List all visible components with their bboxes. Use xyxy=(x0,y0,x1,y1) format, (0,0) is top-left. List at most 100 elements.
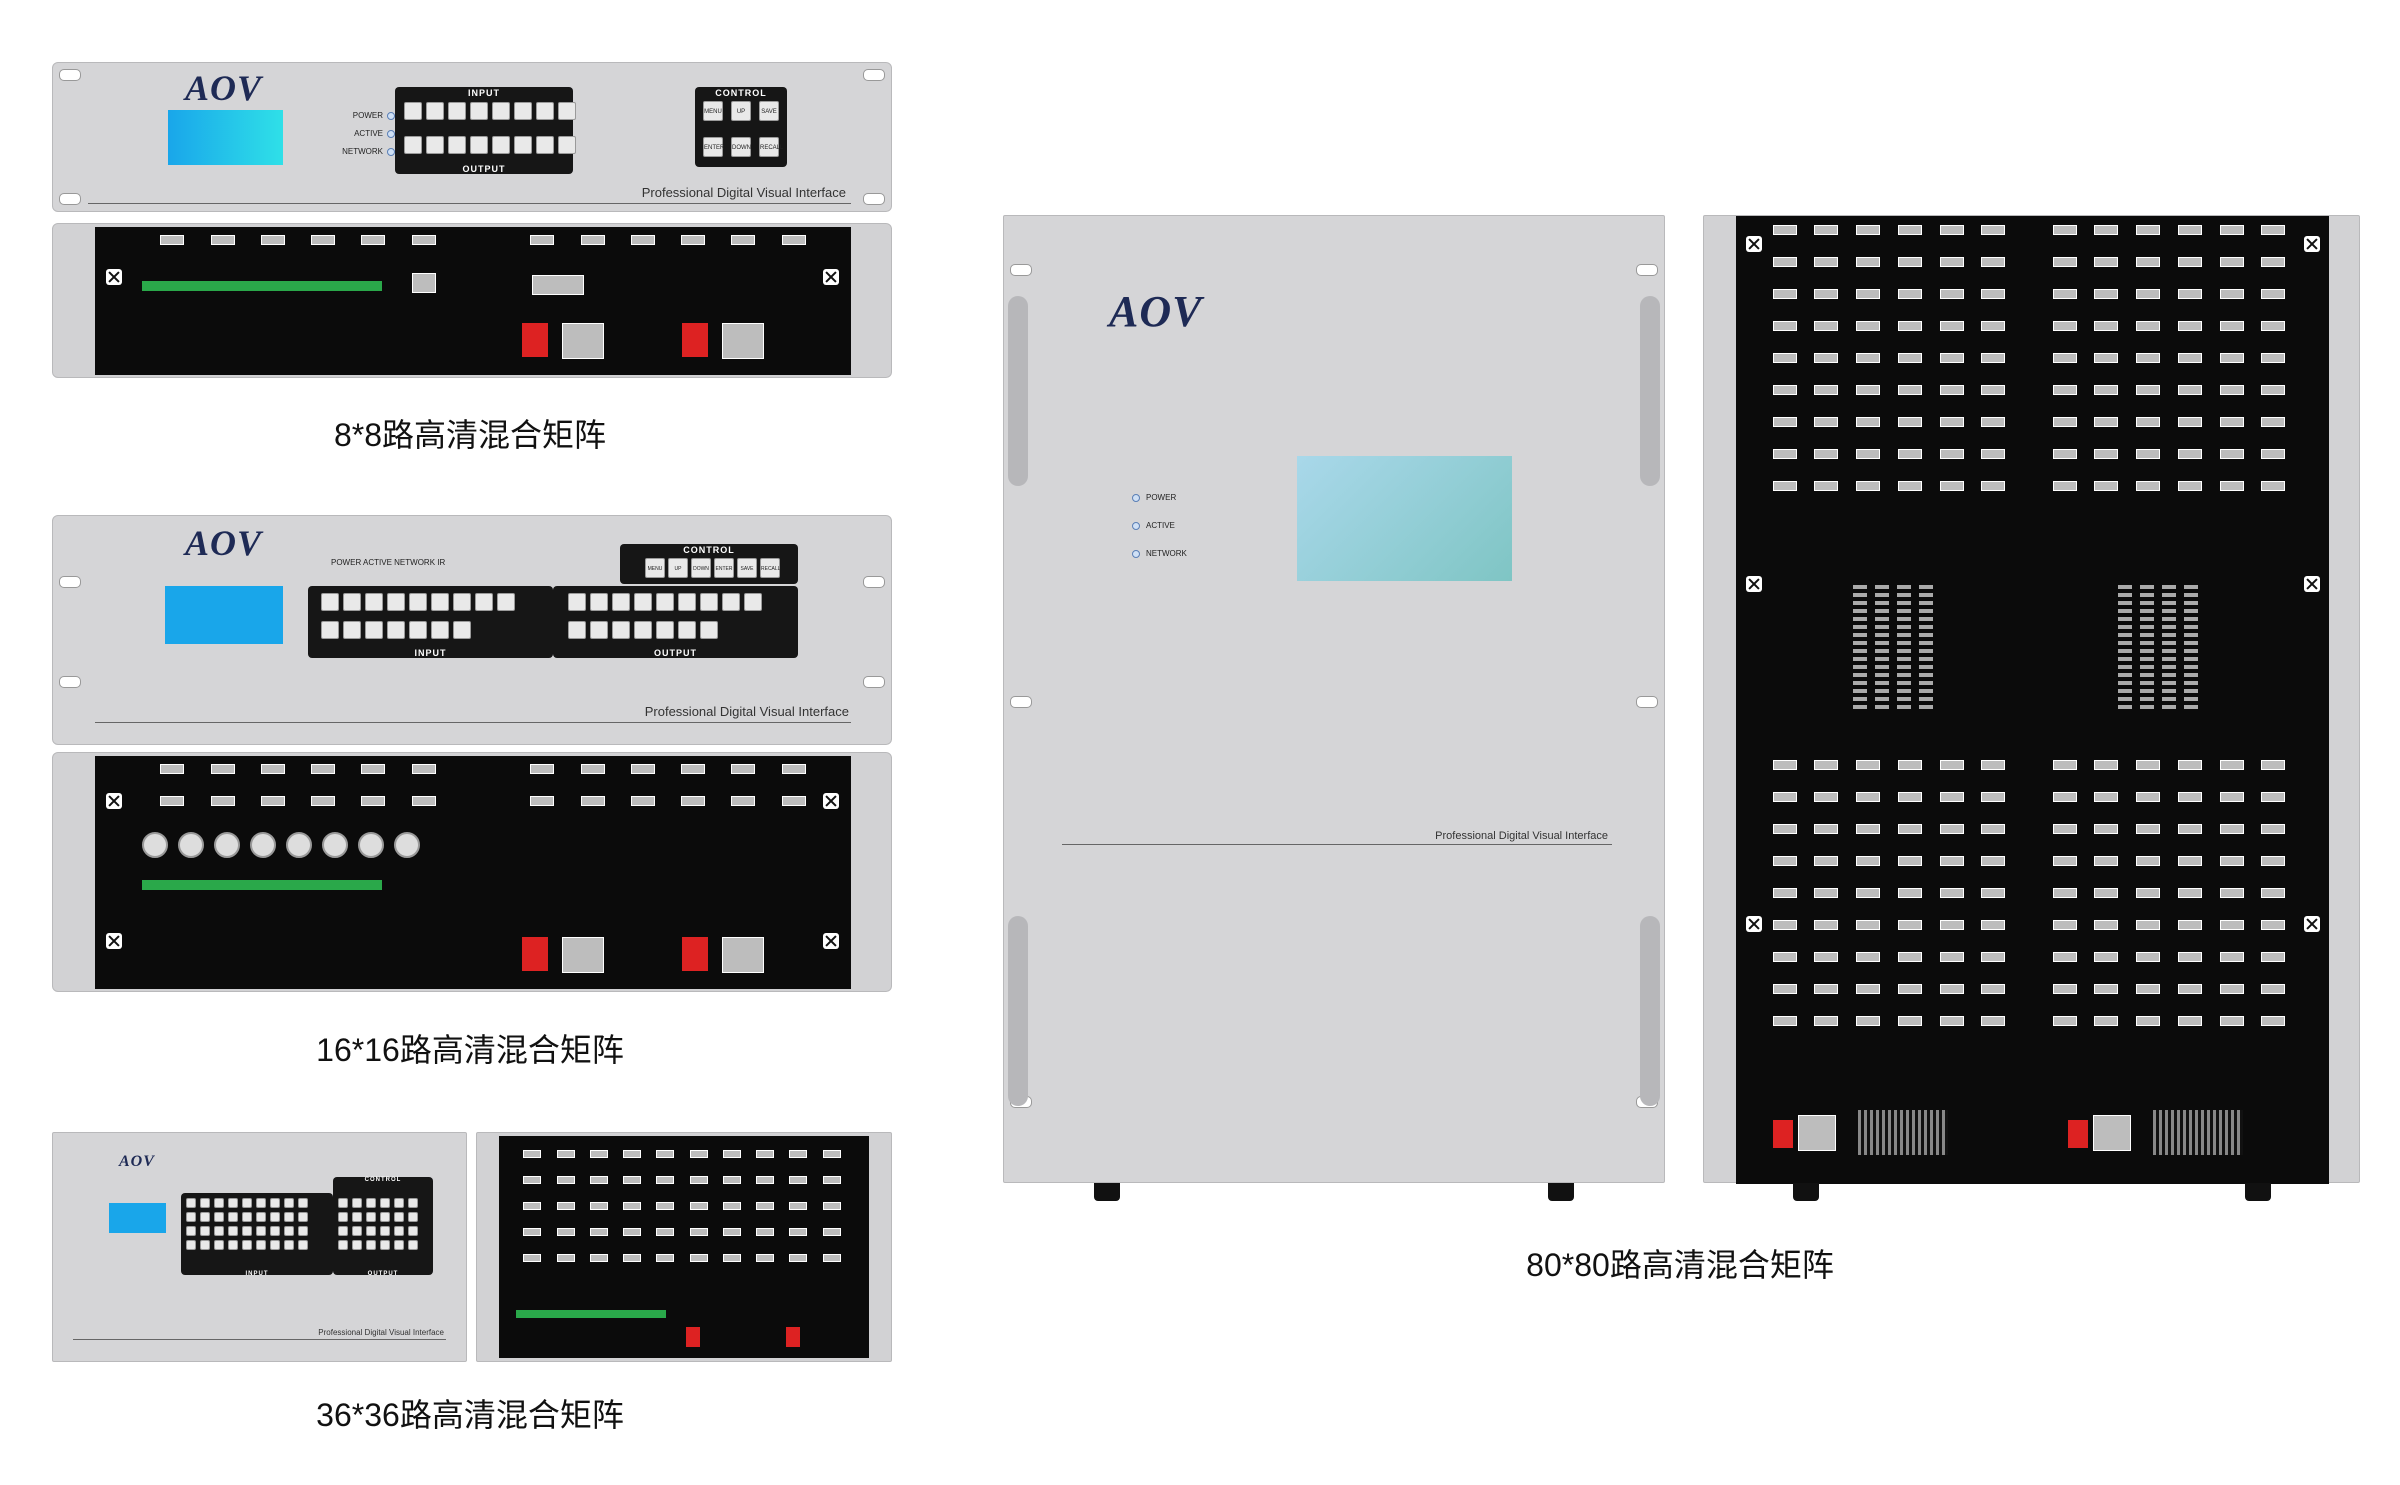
number-key[interactable] xyxy=(514,136,532,154)
number-key[interactable] xyxy=(448,102,466,120)
number-key[interactable] xyxy=(338,1226,348,1236)
number-key[interactable] xyxy=(408,1226,418,1236)
number-key[interactable] xyxy=(426,102,444,120)
number-key[interactable] xyxy=(186,1212,196,1222)
number-key[interactable] xyxy=(298,1212,308,1222)
number-key[interactable] xyxy=(408,1212,418,1222)
number-key[interactable] xyxy=(200,1240,210,1250)
number-key[interactable] xyxy=(343,621,361,639)
number-key[interactable] xyxy=(366,1226,376,1236)
menu-button[interactable]: MENU xyxy=(703,101,723,121)
number-key[interactable] xyxy=(394,1226,404,1236)
number-key[interactable] xyxy=(612,621,630,639)
number-key[interactable] xyxy=(514,102,532,120)
down-button[interactable]: DOWN xyxy=(731,137,751,157)
number-key[interactable] xyxy=(497,593,515,611)
number-key[interactable] xyxy=(284,1198,294,1208)
number-key[interactable] xyxy=(722,593,740,611)
number-key[interactable] xyxy=(298,1226,308,1236)
number-key[interactable] xyxy=(338,1212,348,1222)
number-key[interactable] xyxy=(366,1198,376,1208)
number-key[interactable] xyxy=(256,1212,266,1222)
number-key[interactable] xyxy=(678,593,696,611)
number-key[interactable] xyxy=(242,1226,252,1236)
number-key[interactable] xyxy=(568,621,586,639)
number-key[interactable] xyxy=(242,1198,252,1208)
number-key[interactable] xyxy=(408,1198,418,1208)
number-key[interactable] xyxy=(186,1226,196,1236)
number-key[interactable] xyxy=(214,1212,224,1222)
up-button[interactable]: UP xyxy=(668,558,688,578)
number-key[interactable] xyxy=(492,102,510,120)
number-key[interactable] xyxy=(475,593,493,611)
number-key[interactable] xyxy=(409,621,427,639)
number-key[interactable] xyxy=(365,621,383,639)
number-key[interactable] xyxy=(366,1212,376,1222)
number-key[interactable] xyxy=(338,1198,348,1208)
save-button[interactable]: SAVE xyxy=(759,101,779,121)
number-key[interactable] xyxy=(431,593,449,611)
number-key[interactable] xyxy=(256,1198,266,1208)
number-key[interactable] xyxy=(678,621,696,639)
number-key[interactable] xyxy=(186,1198,196,1208)
number-key[interactable] xyxy=(394,1240,404,1250)
number-key[interactable] xyxy=(352,1240,362,1250)
number-key[interactable] xyxy=(298,1240,308,1250)
number-key[interactable] xyxy=(656,621,674,639)
number-key[interactable] xyxy=(270,1226,280,1236)
number-key[interactable] xyxy=(366,1240,376,1250)
number-key[interactable] xyxy=(228,1240,238,1250)
number-key[interactable] xyxy=(431,621,449,639)
number-key[interactable] xyxy=(343,593,361,611)
number-key[interactable] xyxy=(387,621,405,639)
number-key[interactable] xyxy=(380,1226,390,1236)
number-key[interactable] xyxy=(365,593,383,611)
number-key[interactable] xyxy=(380,1212,390,1222)
number-key[interactable] xyxy=(387,593,405,611)
number-key[interactable] xyxy=(568,593,586,611)
number-key[interactable] xyxy=(214,1240,224,1250)
number-key[interactable] xyxy=(612,593,630,611)
number-key[interactable] xyxy=(338,1240,348,1250)
number-key[interactable] xyxy=(270,1240,280,1250)
number-key[interactable] xyxy=(470,136,488,154)
number-key[interactable] xyxy=(470,102,488,120)
number-key[interactable] xyxy=(404,102,422,120)
number-key[interactable] xyxy=(270,1212,280,1222)
menu-button[interactable]: MENU xyxy=(645,558,665,578)
number-key[interactable] xyxy=(214,1198,224,1208)
number-key[interactable] xyxy=(634,621,652,639)
number-key[interactable] xyxy=(453,621,471,639)
number-key[interactable] xyxy=(656,593,674,611)
number-key[interactable] xyxy=(284,1226,294,1236)
number-key[interactable] xyxy=(536,136,554,154)
number-key[interactable] xyxy=(700,593,718,611)
number-key[interactable] xyxy=(426,136,444,154)
number-key[interactable] xyxy=(214,1226,224,1236)
number-key[interactable] xyxy=(380,1198,390,1208)
number-key[interactable] xyxy=(298,1198,308,1208)
number-key[interactable] xyxy=(453,593,471,611)
number-key[interactable] xyxy=(409,593,427,611)
number-key[interactable] xyxy=(634,593,652,611)
number-key[interactable] xyxy=(352,1198,362,1208)
number-key[interactable] xyxy=(394,1198,404,1208)
number-key[interactable] xyxy=(186,1240,196,1250)
number-key[interactable] xyxy=(558,102,576,120)
number-key[interactable] xyxy=(408,1240,418,1250)
number-key[interactable] xyxy=(558,136,576,154)
number-key[interactable] xyxy=(352,1212,362,1222)
number-key[interactable] xyxy=(256,1226,266,1236)
enter-button[interactable]: ENTER xyxy=(703,137,724,157)
number-key[interactable] xyxy=(256,1240,266,1250)
number-key[interactable] xyxy=(590,593,608,611)
number-key[interactable] xyxy=(270,1198,280,1208)
save-button[interactable]: SAVE xyxy=(737,558,757,578)
number-key[interactable] xyxy=(228,1226,238,1236)
number-key[interactable] xyxy=(228,1212,238,1222)
number-key[interactable] xyxy=(394,1212,404,1222)
number-key[interactable] xyxy=(284,1240,294,1250)
number-key[interactable] xyxy=(321,593,339,611)
number-key[interactable] xyxy=(448,136,466,154)
up-button[interactable]: UP xyxy=(731,101,751,121)
